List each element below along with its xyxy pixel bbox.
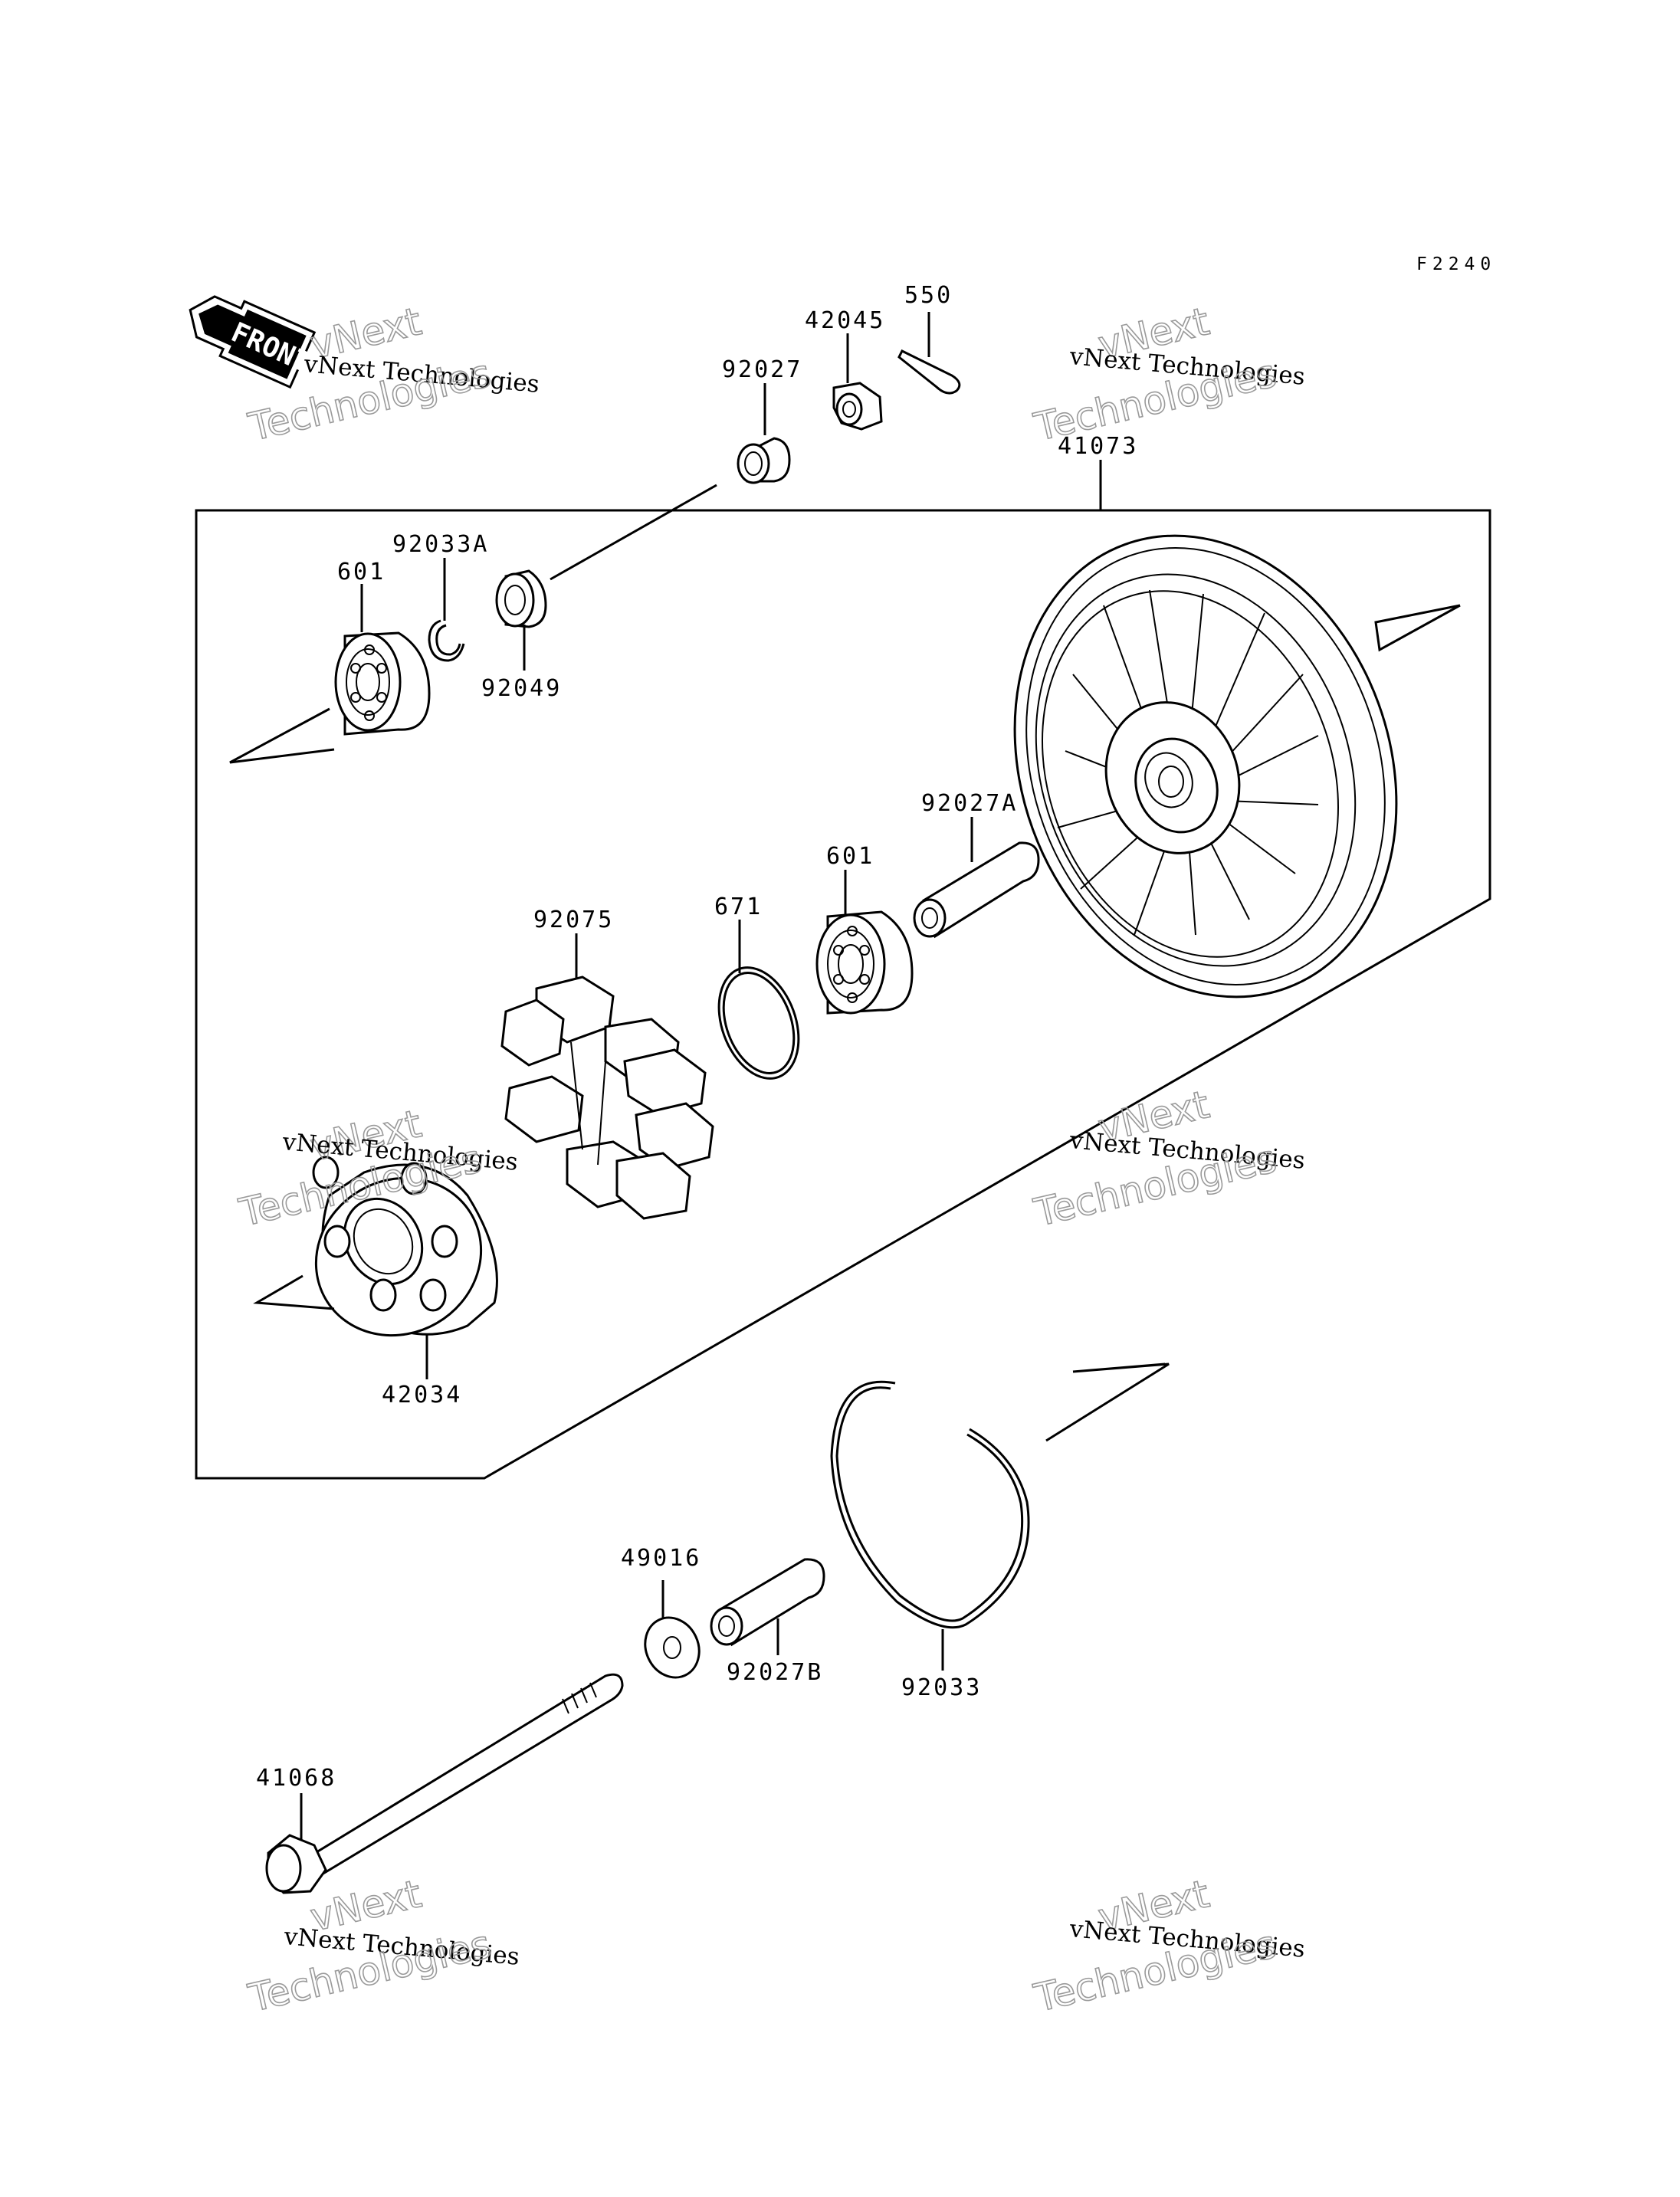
o-ring-671 (717, 920, 800, 1080)
label-92075: 92075 (533, 907, 614, 933)
bearing-601-top (334, 584, 431, 736)
watermark-top-right: vNext vNext Technologies Technologies (1029, 299, 1306, 451)
label-49016: 49016 (621, 1545, 701, 1572)
front-direction-arrow: FRONT (189, 295, 317, 389)
label-671: 671 (714, 894, 763, 920)
castle-nut-42045 (832, 333, 883, 431)
label-601-mid: 601 (826, 843, 874, 870)
label-41073: 41073 (1058, 433, 1138, 460)
collar-92027A (913, 817, 1040, 939)
watermark-bottom-right: vNext vNext Technologies Technologies (1029, 1871, 1306, 2022)
label-550: 550 (904, 282, 953, 309)
label-92027A: 92027A (921, 790, 1018, 817)
washer-49016 (644, 1580, 701, 1679)
label-42034: 42034 (382, 1382, 462, 1408)
label-92033: 92033 (901, 1674, 982, 1701)
collar-92027B (710, 1558, 825, 1655)
collar-92027 (737, 383, 791, 484)
label-92027B: 92027B (727, 1659, 823, 1686)
rear-wheel-41073 (1013, 534, 1398, 998)
watermark-bottom-left: vNext vNext Technologies Technologies (244, 1871, 520, 2022)
figure-code: F2240 (1416, 254, 1496, 274)
bearing-601-mid (815, 870, 914, 1015)
oil-seal-92049 (495, 569, 547, 671)
label-601-top: 601 (337, 559, 386, 585)
cotter-pin-550 (897, 312, 961, 395)
watermark-mid-right: vNext vNext Technologies Technologies (1029, 1082, 1306, 1236)
label-42045: 42045 (805, 307, 885, 334)
axle-41068 (265, 1673, 624, 1894)
label-92027: 92027 (722, 356, 802, 383)
label-92033A: 92033A (392, 531, 489, 558)
coupling-42034 (312, 1156, 498, 1379)
wheel-damper-92075 (500, 933, 714, 1220)
circlip-92033 (830, 1380, 1030, 1671)
label-92049: 92049 (481, 675, 562, 702)
circlip-92033A (428, 558, 465, 662)
label-41068: 41068 (256, 1765, 336, 1792)
